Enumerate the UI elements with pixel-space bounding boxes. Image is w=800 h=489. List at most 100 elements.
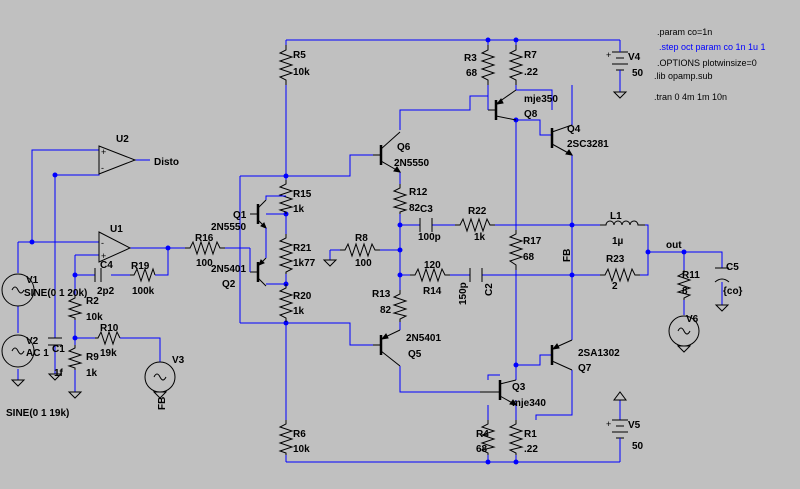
resistor-r21[interactable]: R21 1k77 <box>278 234 316 274</box>
resistor-r3[interactable]: R3 68 <box>464 45 496 85</box>
r15-label: R15 <box>293 189 312 200</box>
directive-tran: .tran 0 4m 1m 10n <box>654 92 727 102</box>
source-v4[interactable]: + V4 50 <box>606 45 644 85</box>
resistor-r6[interactable]: R6 10k <box>278 420 310 455</box>
resistor-r4[interactable]: R4 68 <box>476 420 496 455</box>
c3-value: 100p <box>418 232 441 243</box>
capacitor-c5[interactable]: C5 {co} <box>714 262 743 297</box>
r1-label: R1 <box>524 429 537 440</box>
q1-model: 2N5550 <box>211 222 246 233</box>
r7-value: .22 <box>524 67 538 78</box>
resistor-r2[interactable]: R2 10k <box>67 295 103 323</box>
fb-net-label: FB <box>562 249 573 262</box>
ground-symbols <box>10 91 730 401</box>
capacitor-c4[interactable]: C4 2p2 <box>94 260 115 297</box>
r13-value: 82 <box>380 305 392 316</box>
r11-label: R11 <box>682 270 700 281</box>
transistor-q5[interactable]: 2N5401 Q5 <box>373 329 441 367</box>
q7-model: 2SA1302 <box>578 348 620 359</box>
resistor-r23[interactable]: R23 2 <box>600 254 640 292</box>
r21-value: 1k77 <box>293 258 316 269</box>
resistor-r8[interactable]: R8 100 <box>340 233 380 269</box>
resistor-r22[interactable]: R22 1k <box>455 206 495 243</box>
l1-label: L1 <box>610 211 622 222</box>
disto-net-label: Disto <box>154 157 179 168</box>
source-v2[interactable]: V2 AC 1 SINE(0 1 19k) <box>1 334 69 419</box>
v5-label: V5 <box>628 420 641 431</box>
resistor-r19[interactable]: R19 100k <box>130 261 156 297</box>
r2-value: 10k <box>86 312 103 323</box>
directive-options: .OPTIONS plotwinsize=0 <box>657 58 757 68</box>
resistor-r20[interactable]: R20 1k <box>278 284 312 322</box>
r17-value: 68 <box>523 252 535 263</box>
svg-text:+: + <box>101 251 106 261</box>
q2-model: 2N5401 <box>211 264 246 275</box>
v6-label: V6 <box>686 314 699 325</box>
transistor-q7[interactable]: 2SA1302 Q7 <box>550 339 620 374</box>
r6-value: 10k <box>293 444 310 455</box>
junctions <box>29 37 687 465</box>
transistor-q8[interactable]: mje350 Q8 <box>487 89 558 121</box>
r21-label: R21 <box>293 243 312 254</box>
r20-label: R20 <box>293 291 312 302</box>
opamp-u1[interactable]: - + U1 <box>98 224 132 263</box>
source-v1[interactable]: V1 SINE(0 1 20k) <box>1 273 87 307</box>
directive-step: .step oct param co 1n 1u 1 <box>659 42 766 52</box>
resistor-r17[interactable]: R17 68 <box>508 230 542 270</box>
r23-label: R23 <box>606 254 625 265</box>
q1-label: Q1 <box>233 210 247 221</box>
resistor-r5[interactable]: R5 10k <box>278 45 310 85</box>
directive-param: .param co=1n <box>657 27 712 37</box>
q6-label: Q6 <box>397 142 411 153</box>
svg-text:-: - <box>101 238 104 248</box>
r9-label: R9 <box>86 352 99 363</box>
capacitor-c3[interactable]: C3 100p <box>418 204 441 243</box>
resistor-r13[interactable]: R13 82 <box>372 289 408 322</box>
source-v5[interactable]: + V5 50 <box>606 419 644 455</box>
c5-value: {co} <box>723 286 743 297</box>
r9-value: 1k <box>86 368 98 379</box>
resistor-r10[interactable]: R10 19k <box>95 323 121 359</box>
transistor-q2[interactable]: 2N5401 Q2 <box>211 248 267 290</box>
resistor-r12[interactable]: R12 82 <box>392 184 428 214</box>
svg-text:+: + <box>101 147 106 157</box>
resistor-r1[interactable]: R1 .22 <box>508 420 538 455</box>
v3-fb-net: FB <box>157 397 168 410</box>
resistor-r14[interactable]: 120 R14 <box>410 260 450 297</box>
resistor-r9[interactable]: R9 1k <box>67 345 99 379</box>
resistor-r7[interactable]: R7 .22 <box>508 45 538 85</box>
c2-value: 150p <box>458 282 469 305</box>
q4-model: 2SC3281 <box>567 139 609 150</box>
v1-value: SINE(0 1 20k) <box>24 288 87 299</box>
source-v6[interactable]: V6 <box>668 314 700 347</box>
svg-text:+: + <box>606 50 611 60</box>
q8-label: Q8 <box>524 109 538 120</box>
q4-label: Q4 <box>567 124 581 135</box>
resistor-r15[interactable]: R15 1k <box>278 180 312 215</box>
capacitor-c2[interactable]: 150p C2 <box>458 268 495 305</box>
v3-label: V3 <box>172 355 185 366</box>
inductor-l1[interactable]: L1 1µ <box>600 211 645 247</box>
r16-value: 100 <box>196 258 213 269</box>
q2-label: Q2 <box>222 279 236 290</box>
capacitor-c1[interactable]: C1 1f <box>48 337 65 379</box>
r22-value: 1k <box>474 232 486 243</box>
r14-label: R14 <box>423 286 442 297</box>
r19-value: 100k <box>132 286 155 297</box>
resistor-r11[interactable]: R11 8 <box>676 270 700 300</box>
transistor-q4[interactable]: Q4 2SC3281 <box>550 124 609 156</box>
transistor-q6[interactable]: Q6 2N5550 <box>373 131 429 173</box>
spice-directives[interactable]: .param co=1n .step oct param co 1n 1u 1 … <box>654 27 766 102</box>
resistor-r16[interactable]: R16 100 <box>185 233 225 269</box>
l1-value: 1µ <box>612 236 624 247</box>
r22-label: R22 <box>468 206 487 217</box>
transistor-q3[interactable]: Q3 mje340 <box>480 379 546 420</box>
r12-value: 82 <box>409 203 421 214</box>
source-v3[interactable]: V3 FB <box>144 355 185 410</box>
transistor-q1[interactable]: Q1 2N5550 <box>211 195 286 248</box>
opamp-u2[interactable]: + - U2 Disto <box>98 134 179 175</box>
q3-label: Q3 <box>512 382 526 393</box>
r4-label: R4 <box>476 429 489 440</box>
q5-label: Q5 <box>408 349 422 360</box>
